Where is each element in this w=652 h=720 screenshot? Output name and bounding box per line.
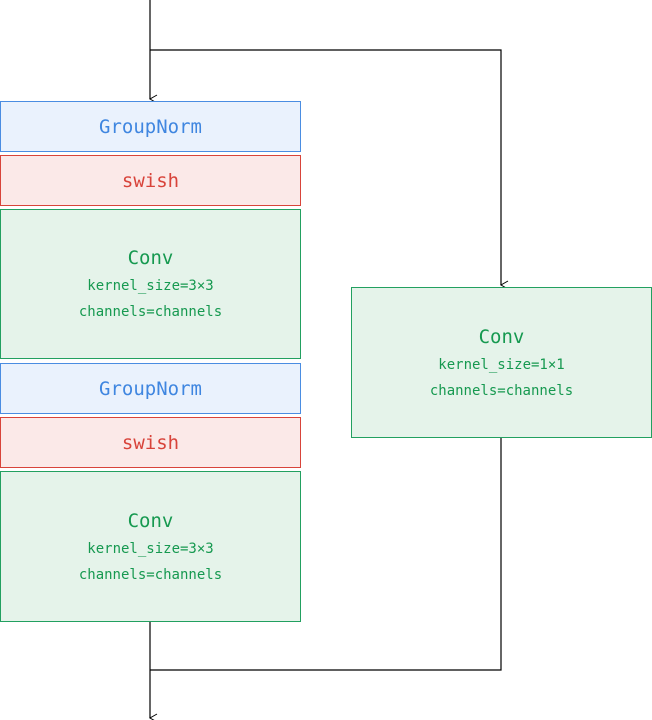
- swish-label: swish: [121, 431, 180, 454]
- swish-block-1: swish: [0, 155, 301, 206]
- swish-label: swish: [121, 169, 180, 192]
- conv-channels: channels=channels: [78, 566, 223, 583]
- groupnorm-label: GroupNorm: [99, 377, 202, 400]
- groupnorm-block-1: GroupNorm: [0, 101, 301, 152]
- shortcut-conv-channels: channels=channels: [429, 382, 574, 399]
- shortcut-out-line: [150, 437, 502, 671]
- shortcut-in-arrow: [150, 49, 509, 290]
- conv-label: Conv: [127, 509, 174, 532]
- groupnorm-label: GroupNorm: [99, 115, 202, 138]
- shortcut-conv-block: Conv kernel_size=1×1 channels=channels: [351, 287, 652, 438]
- shortcut-conv-kernel-size: kernel_size=1×1: [438, 356, 565, 373]
- swish-block-2: swish: [0, 417, 301, 468]
- conv-kernel-size: kernel_size=3×3: [87, 278, 214, 294]
- conv-block-1: Conv kernel_size=3×3 channels=channels: [0, 209, 301, 359]
- conv-label: Conv: [127, 247, 174, 269]
- shortcut-conv-label: Conv: [478, 325, 525, 348]
- conv-kernel-size: kernel_size=3×3: [87, 540, 214, 557]
- groupnorm-block-2: GroupNorm: [0, 363, 301, 414]
- conv-channels: channels=channels: [78, 304, 223, 320]
- conv-block-2: Conv kernel_size=3×3 channels=channels: [0, 471, 301, 622]
